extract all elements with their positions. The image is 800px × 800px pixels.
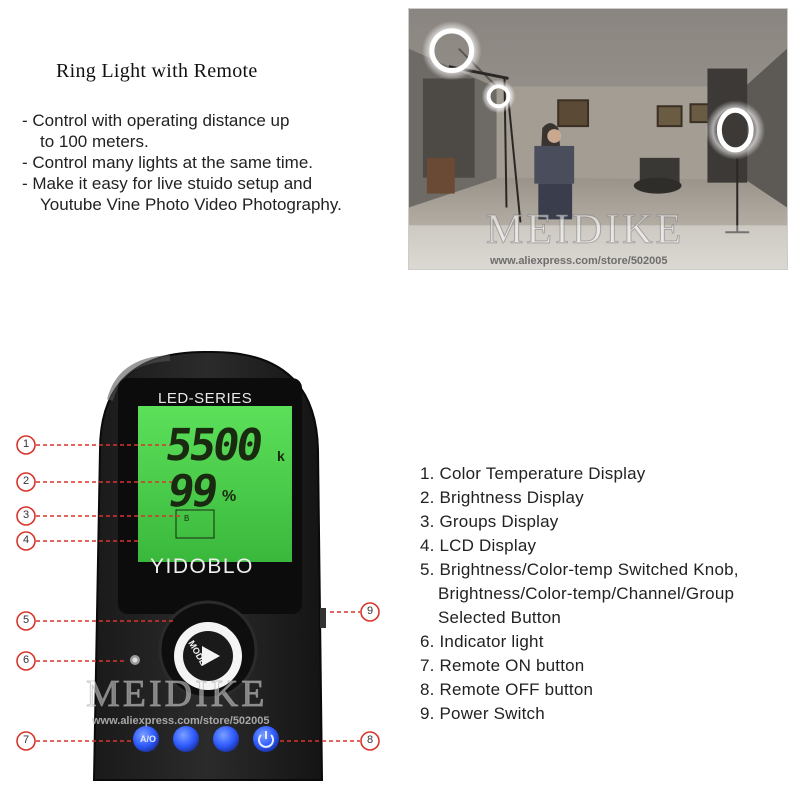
watermark-brand: MEIDIKE (85, 673, 268, 716)
watermark-url: www.aliexpress.com/store/502005 (490, 255, 668, 267)
legend-list: 1. Color Temperature Display 2. Brightne… (420, 462, 795, 726)
feature-item: - Control many lights at the same time. (22, 152, 402, 173)
legend-item: 7. Remote ON button (420, 656, 585, 675)
callout-marker-7: 7 (22, 734, 30, 746)
studio-photo (408, 8, 788, 270)
callout-marker-9: 9 (366, 605, 374, 617)
callout-marker-4: 4 (22, 534, 30, 546)
remote-control (80, 340, 340, 790)
legend-item: 8. Remote OFF button (420, 680, 594, 699)
remote-on-button-label: A/O (140, 734, 157, 744)
feature-text-continued: Youtube Vine Photo Video Photography. (40, 195, 342, 214)
callout-marker-1: 1 (22, 438, 30, 450)
lcd-brand-label: LED-SERIES (158, 390, 253, 407)
callout-marker-5: 5 (22, 614, 30, 626)
page-title: Ring Light with Remote (56, 60, 258, 82)
legend-item: 5. Brightness/Color-temp Switched Knob, … (420, 558, 795, 630)
legend-item: 2. Brightness Display (420, 488, 584, 507)
color-temperature-display: 5500 (162, 420, 264, 471)
legend-item: 9. Power Switch (420, 704, 545, 723)
remote-brand-name: YIDOBLO (150, 555, 254, 578)
legend-text: 5. Brightness/Color-temp Switched Knob, (420, 560, 739, 579)
legend-item: 1. Color Temperature Display (420, 464, 646, 483)
feature-text: - Make it easy for live stuido setup and (22, 174, 313, 193)
legend-item: 6. Indicator light (420, 632, 544, 651)
feature-text: - Control many lights at the same time. (22, 153, 314, 172)
feature-list: - Control with operating distance up to … (22, 110, 402, 215)
brightness-unit: % (222, 488, 237, 505)
callout-marker-6: 6 (22, 654, 30, 666)
remote-body (92, 350, 326, 781)
feature-text: - Control with operating distance up (22, 111, 290, 130)
watermark-brand: MEIDIKE (485, 207, 685, 254)
brightness-display: 99 (164, 466, 219, 517)
callout-marker-2: 2 (22, 475, 30, 487)
legend-text-continued: Brightness/Color-temp/Channel/Group (438, 584, 735, 603)
temperature-unit: k (277, 448, 285, 464)
studio-scene (409, 9, 787, 269)
legend-item: 4. LCD Display (420, 536, 537, 555)
legend-item: 3. Groups Display (420, 512, 559, 531)
groups-display: B (184, 514, 190, 523)
legend-text-continued: Selected Button (438, 608, 562, 627)
feature-item: - Control with operating distance up to … (22, 110, 402, 152)
feature-text-continued: to 100 meters. (40, 132, 149, 151)
callout-marker-3: 3 (22, 509, 30, 521)
feature-item: - Make it easy for live stuido setup and… (22, 173, 402, 215)
watermark-url: www.aliexpress.com/store/502005 (92, 715, 270, 727)
callout-marker-8: 8 (366, 734, 374, 746)
